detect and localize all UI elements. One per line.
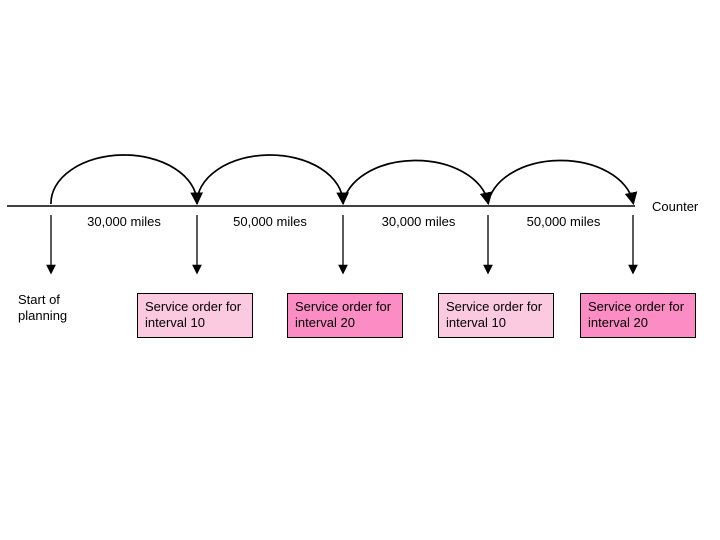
miles-label-4: 50,000 miles (526, 214, 601, 229)
interval-arc-1 (50, 154, 204, 206)
start-of-planning-label: Start of planning (18, 292, 68, 323)
service-order-box-interval-20: Service order for interval 20 (580, 293, 696, 338)
miles-label-1: 30,000 miles (87, 214, 161, 229)
counter-label: Counter (652, 199, 699, 214)
service-order-box-interval-20: Service order for interval 20 (287, 293, 403, 338)
miles-label-3: 30,000 miles (381, 214, 456, 229)
service-order-box-interval-10: Service order for interval 10 (137, 293, 253, 338)
interval-arc-4 (487, 159, 638, 206)
miles-label-2: 50,000 miles (233, 214, 307, 229)
interval-arc-2 (196, 154, 350, 206)
service-order-box-interval-10: Service order for interval 10 (438, 293, 554, 338)
interval-arc-3 (342, 159, 493, 206)
